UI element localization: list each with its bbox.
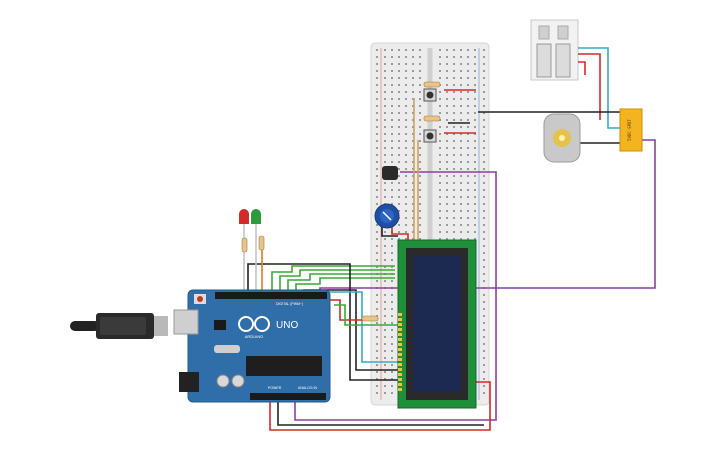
analog-header-label: ANALOG IN: [298, 386, 318, 390]
temperature-sensor[interactable]: [382, 166, 398, 180]
battery-pack[interactable]: [530, 19, 579, 81]
digital-header-label: DIGITAL (PWM~): [276, 302, 303, 306]
brand-label: ARDUINO: [245, 334, 263, 339]
led-green[interactable]: [251, 209, 261, 224]
lcd-pins: [398, 313, 402, 391]
relay-label: 5VDC-SPDT: [627, 119, 632, 141]
usb-cable: [70, 313, 168, 339]
arduino-logo: ARDUINO: [238, 316, 270, 339]
relay-spdt[interactable]: 5VDC-SPDT: [619, 108, 643, 152]
power-header-label: POWER: [268, 386, 282, 390]
pushbutton-2[interactable]: [423, 129, 437, 143]
dc-motor[interactable]: [543, 113, 581, 163]
model-label: UNO: [276, 320, 298, 331]
led-red[interactable]: [239, 209, 249, 224]
wires: [243, 47, 656, 431]
resistors: [241, 81, 441, 322]
lcd-screen: [413, 256, 461, 392]
potentiometer[interactable]: [374, 203, 400, 229]
pushbutton-1[interactable]: [423, 88, 437, 102]
arduino-uno[interactable]: ARDUINO UNO DIGITAL (PWM~) POWER ANALOG …: [173, 289, 331, 403]
lcd-16x2[interactable]: [397, 239, 477, 409]
